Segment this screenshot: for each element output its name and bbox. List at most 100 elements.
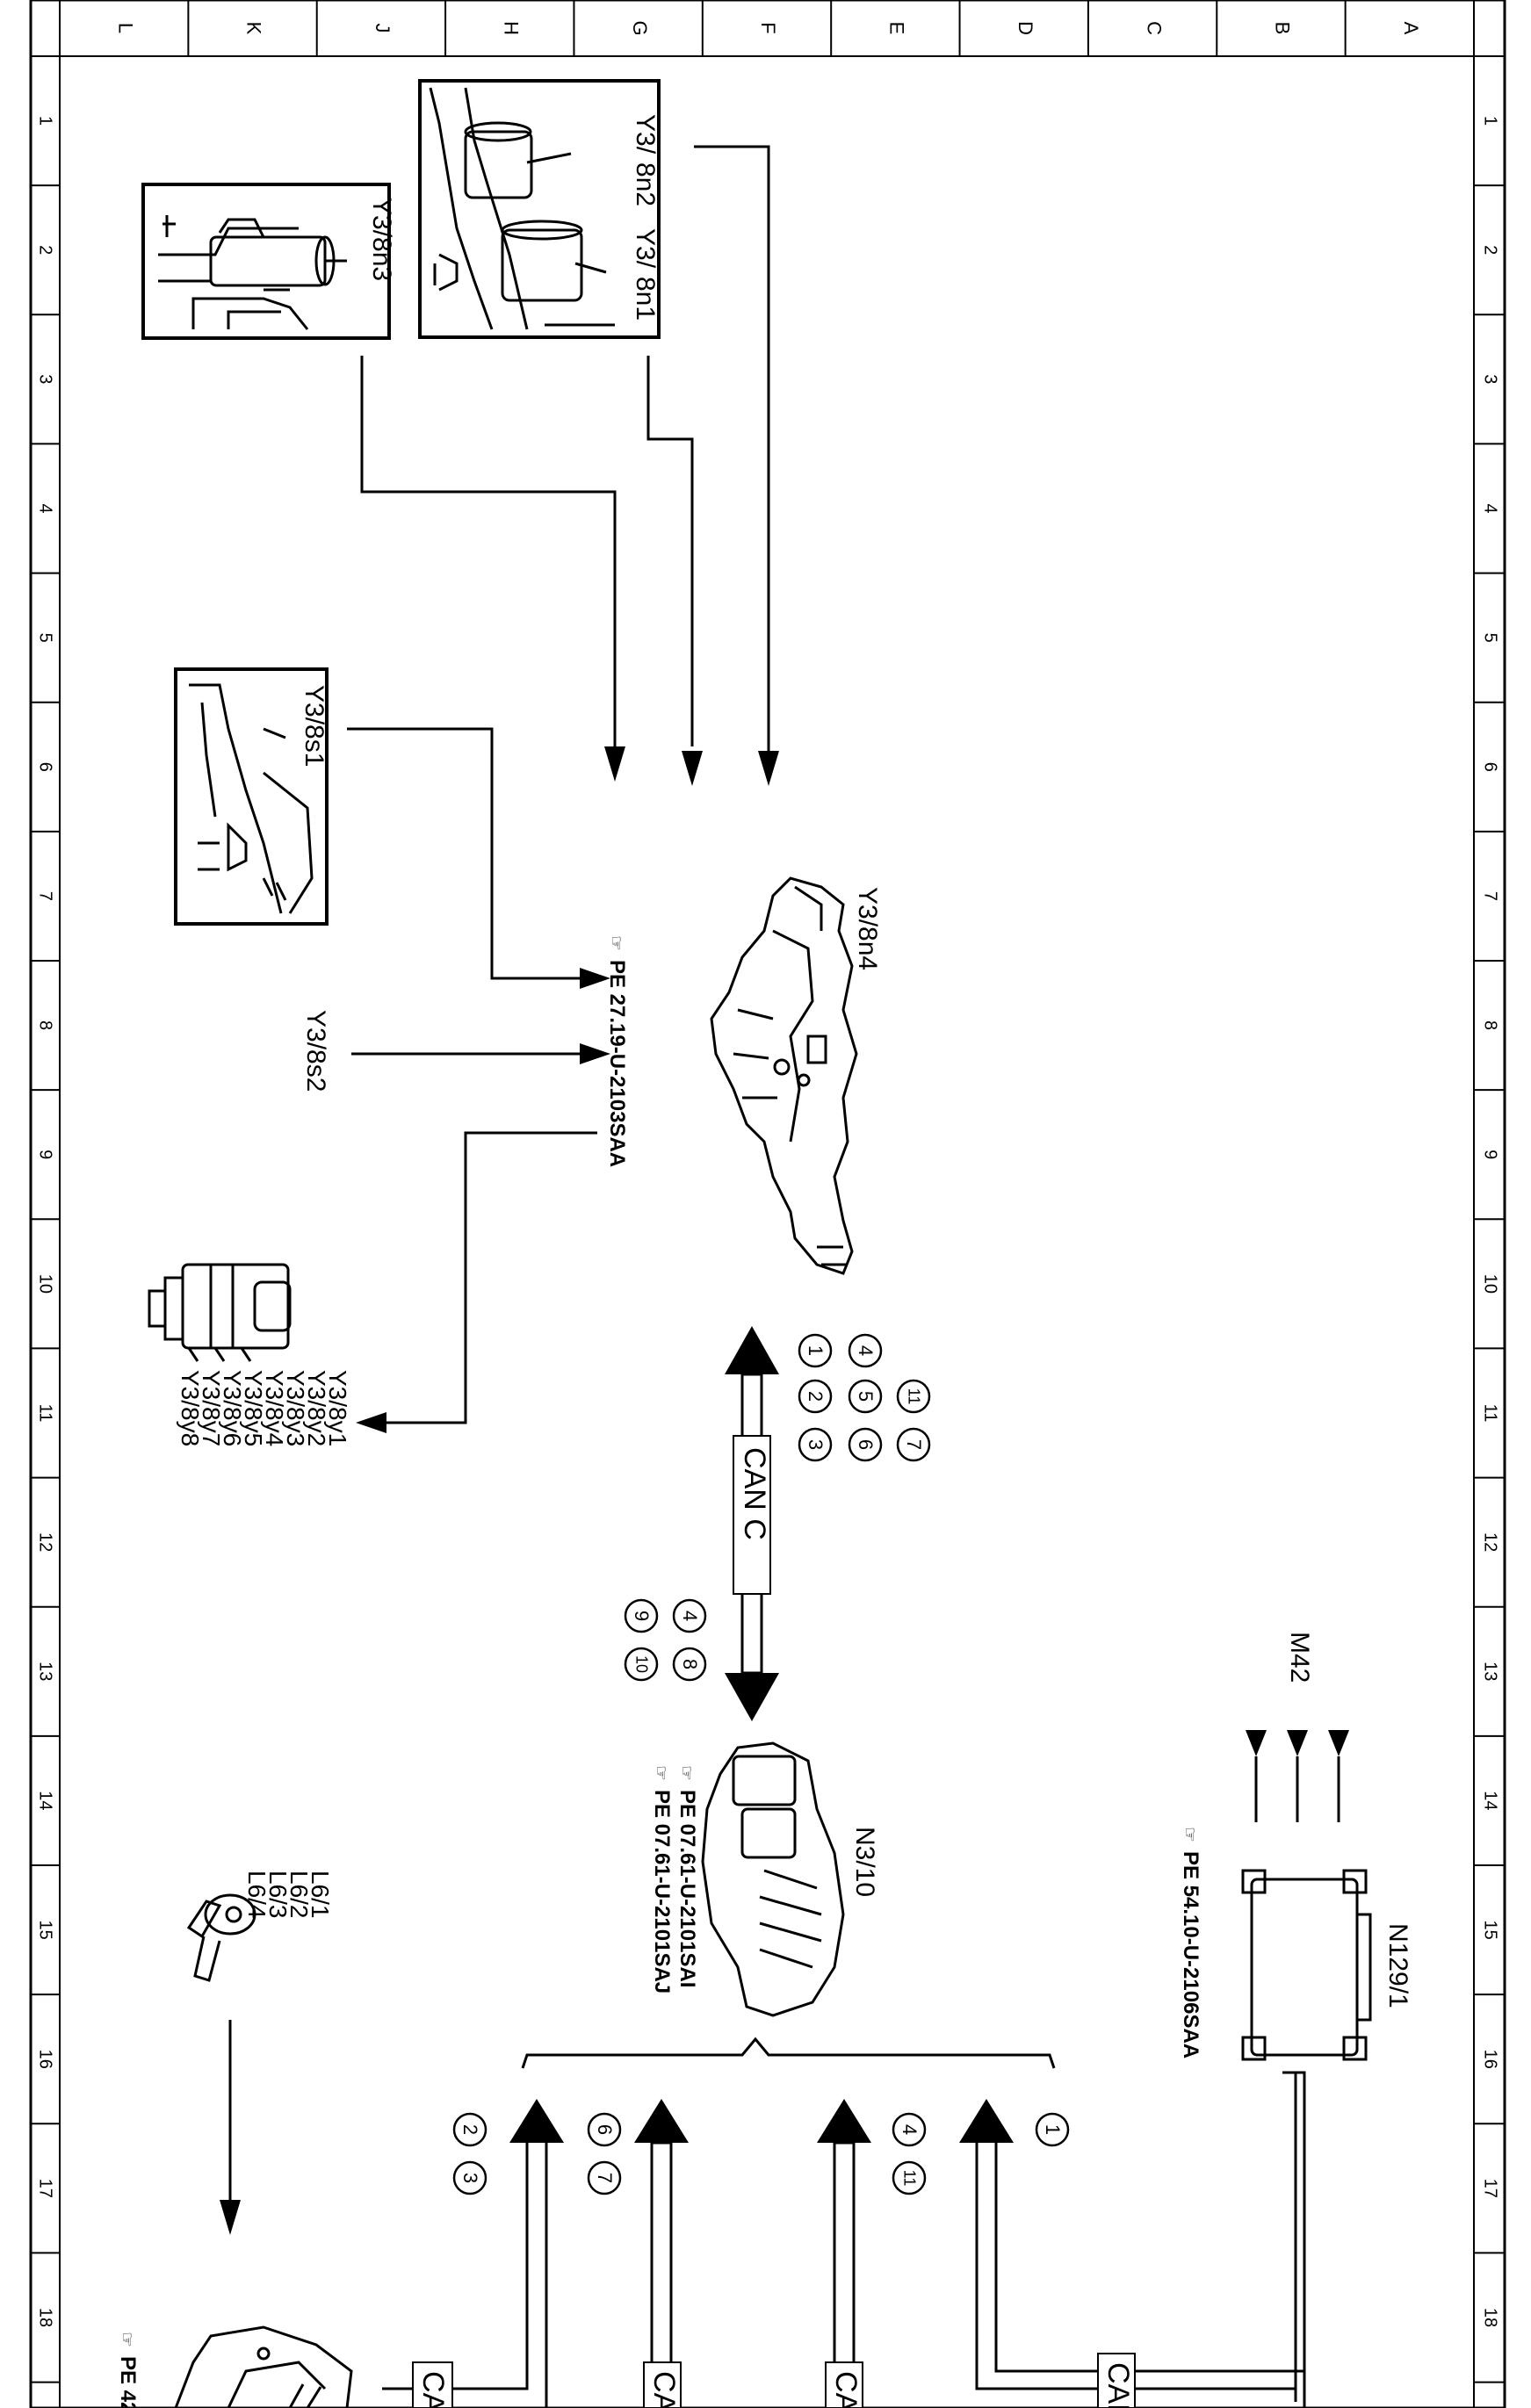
row-label: 13 — [1481, 1662, 1500, 1681]
row-label: 17 — [1481, 2179, 1500, 2198]
row-label: 7 — [36, 891, 55, 901]
solenoid-valve-picture — [148, 1263, 292, 1362]
can-bus-2-label: CAN — [647, 2371, 681, 2408]
signal-number-circle: 1 — [1035, 2112, 1070, 2147]
column-label: A — [1400, 22, 1422, 35]
signal-number-circle: 10 — [624, 1647, 659, 1682]
signal-number-circle: 7 — [896, 1427, 931, 1462]
row-label: 8 — [36, 1020, 55, 1030]
n3-10-reference-b-text: PE 07.61-U-2101SAJ — [650, 1790, 674, 1993]
hand-pointer-icon: ☞ — [117, 2332, 136, 2347]
m42-label: M42 — [1285, 1632, 1314, 1683]
row-label: 6 — [1481, 762, 1500, 772]
row-label: 1 — [36, 116, 55, 126]
signal-number-circle: 1 — [798, 1333, 833, 1368]
row-label: 9 — [36, 1150, 55, 1159]
signal-number: 9 — [631, 1611, 653, 1621]
signal-lines — [228, 145, 1306, 2408]
component-label: Y3/8y3 — [282, 1370, 309, 1446]
signal-number: 10 — [632, 1655, 650, 1673]
can-bus-2: CAN — [634, 2099, 689, 2408]
column-label: E — [886, 22, 908, 35]
row-label: 4 — [36, 503, 55, 513]
signal-number: 11 — [905, 1388, 922, 1405]
column-label: L — [114, 23, 136, 33]
column-label: H — [500, 21, 522, 35]
hand-pointer-icon: ☞ — [651, 1765, 670, 1781]
signal-number: 1 — [1042, 2124, 1064, 2135]
signal-number-circle: 3 — [452, 2160, 487, 2195]
signal-number: 8 — [679, 1659, 701, 1669]
row-label: 11 — [36, 1404, 55, 1423]
component-label: Y3/8y5 — [240, 1370, 267, 1446]
signal-number-circle: 9 — [624, 1598, 659, 1633]
signal-number-circle: 7 — [587, 2160, 622, 2195]
column-label: K — [243, 22, 265, 35]
can-bus-4-label: CAN — [1101, 2362, 1135, 2408]
signal-number: 7 — [903, 1439, 925, 1450]
signal-number-circle: 8 — [672, 1647, 707, 1682]
row-label: 15 — [36, 1920, 55, 1939]
signal-number-circle: 11 — [892, 2160, 927, 2195]
component-label: Y3/8y6 — [219, 1370, 246, 1446]
signal-number: 2 — [459, 2124, 481, 2135]
component-label: Y3/8y4 — [261, 1370, 288, 1446]
component-label: L6/1 — [307, 1871, 334, 1919]
signal-number: 11 — [900, 2170, 918, 2187]
component-label: Y3/8y8 — [177, 1370, 204, 1446]
column-label: D — [1015, 21, 1036, 35]
y3-8n1-label-line1: Y3/ — [631, 228, 660, 269]
bottom-module-partial — [174, 2325, 353, 2408]
y3-8n4-reference-text: PE 27.19-U-2103SAA — [605, 960, 629, 1167]
can-bus-4: CAN — [959, 2099, 1304, 2408]
y3-8n4-module — [710, 876, 858, 1275]
signal-number: 2 — [805, 1391, 827, 1402]
y3-8n4-label: Y3/8n4 — [853, 887, 882, 970]
solenoid-label-list: Y3/8y1Y3/8y2Y3/8y3Y3/8y4Y3/8y5Y3/8y6Y3/8… — [177, 1370, 351, 1446]
column-label: C — [1143, 21, 1165, 35]
signal-number-circle: 3 — [798, 1427, 833, 1462]
row-label: 2 — [1481, 245, 1500, 255]
component-label: L6/3 — [264, 1871, 292, 1919]
signal-number: 6 — [594, 2124, 616, 2135]
signal-number-circle: 5 — [848, 1379, 883, 1414]
svg-text:Y3/8y1Y3/8y2Y3/8y3Y3/8y4Y3/8y5: Y3/8y1Y3/8y2Y3/8y3Y3/8y4Y3/8y5Y3/8y6Y3/8… — [177, 1370, 351, 1446]
row-label: 9 — [1481, 1150, 1500, 1159]
n3-10-reference-a: ☞ PE 07.61-U-2101SAI — [675, 1765, 699, 1987]
row-label: 14 — [1481, 1791, 1500, 1810]
row-label: 18 — [1481, 2308, 1500, 2327]
row-label: 16 — [1481, 2050, 1500, 2069]
row-label: 6 — [36, 762, 55, 772]
drawing-border — [29, 0, 1506, 2408]
can-bus-1-label: CAN — [416, 2371, 450, 2408]
component-label: Y3/8y2 — [303, 1370, 330, 1446]
row-label: 14 — [36, 1791, 55, 1810]
can-c-label: CAN C — [738, 1447, 771, 1540]
signal-number-circle: 4 — [892, 2112, 927, 2147]
bottom-reference-text: PE 42.22- — [116, 2356, 140, 2408]
signal-number: 1 — [805, 1345, 827, 1356]
row-label: 4 — [1481, 503, 1500, 513]
n129-1-module — [1241, 1869, 1372, 2061]
y3-8s1-picture: Y3/8s1 — [174, 667, 329, 926]
can-bus-3: CAN — [817, 2099, 871, 2408]
component-label: L6/2 — [285, 1871, 313, 1919]
signal-number-circle: 11 — [896, 1379, 931, 1414]
svg-text:L6/1L6/2L6/3L6/4: L6/1L6/2L6/3L6/4 — [243, 1871, 334, 1919]
signal-number-circle: 6 — [848, 1427, 883, 1462]
row-label: 2 — [36, 245, 55, 255]
y3-8n2-label-line1: Y3/ — [631, 114, 660, 155]
signal-number-circle: 2 — [452, 2112, 487, 2147]
n3-10-label: N3/10 — [850, 1827, 879, 1897]
can-bus-3-label: CAN — [829, 2371, 863, 2408]
row-label: 13 — [36, 1662, 55, 1681]
row-label: 10 — [36, 1274, 55, 1294]
signal-number: 6 — [855, 1439, 877, 1450]
row-label: 12 — [36, 1532, 55, 1552]
hand-pointer-icon: ☞ — [1180, 1827, 1199, 1842]
n129-1-reference: ☞ PE 54.10-U-2106SAA — [1179, 1827, 1202, 2058]
